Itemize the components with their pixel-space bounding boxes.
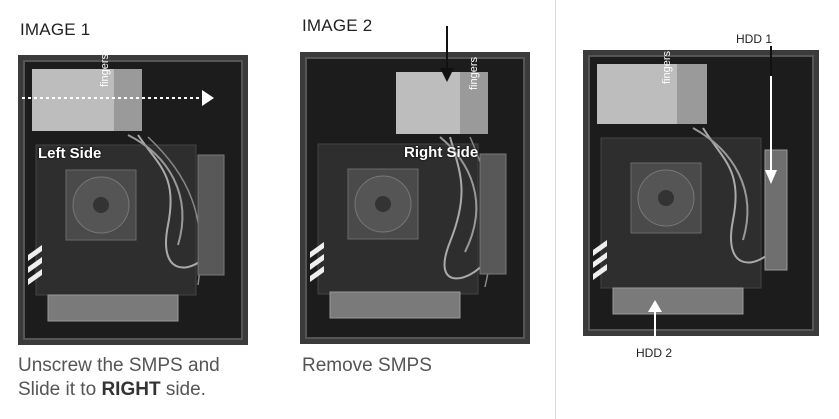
image-1-caption-line-2: Slide it to RIGHT side. [18,378,220,402]
pc-case-illustration-3 [583,50,819,336]
pc-case-photo-3: fingers [583,50,819,336]
psu-brand-label-2: fingers [468,56,480,90]
pc-case-photo-2: fingers Right Side [300,52,530,344]
image-2-caption: Remove SMPS [302,355,432,376]
hdd-2-pointer-arrow-icon [648,300,662,344]
image-1-heading: IMAGE 1 [20,20,91,39]
arrow-down-icon [440,26,454,82]
caption-line-2-suffix: side. [160,379,206,400]
pc-case-photo-1: fingers Left Side [18,55,248,345]
image-1-caption-line-1: Unscrew the SMPS and [18,355,220,376]
psu-brand-label-1: fingers [99,55,111,87]
image-1-caption: Unscrew the SMPS and Slide it to RIGHT s… [18,354,220,402]
pc-case-illustration-2 [300,52,530,344]
image-2-heading: IMAGE 2 [302,16,373,35]
section-divider [555,0,556,419]
caption-line-2-bold: RIGHT [101,379,161,400]
hdd-1-pointer-arrow-icon [765,46,777,184]
hdd-2-label: HDD 2 [636,346,673,360]
psu-brand-label-3: fingers [661,50,673,84]
left-side-label: Left Side [38,145,102,162]
pc-case-illustration-1 [18,55,248,345]
right-side-label: Right Side [404,144,479,161]
caption-line-2-prefix: Slide it to [18,379,102,400]
hdd-1-label: HDD 1 [736,32,773,46]
